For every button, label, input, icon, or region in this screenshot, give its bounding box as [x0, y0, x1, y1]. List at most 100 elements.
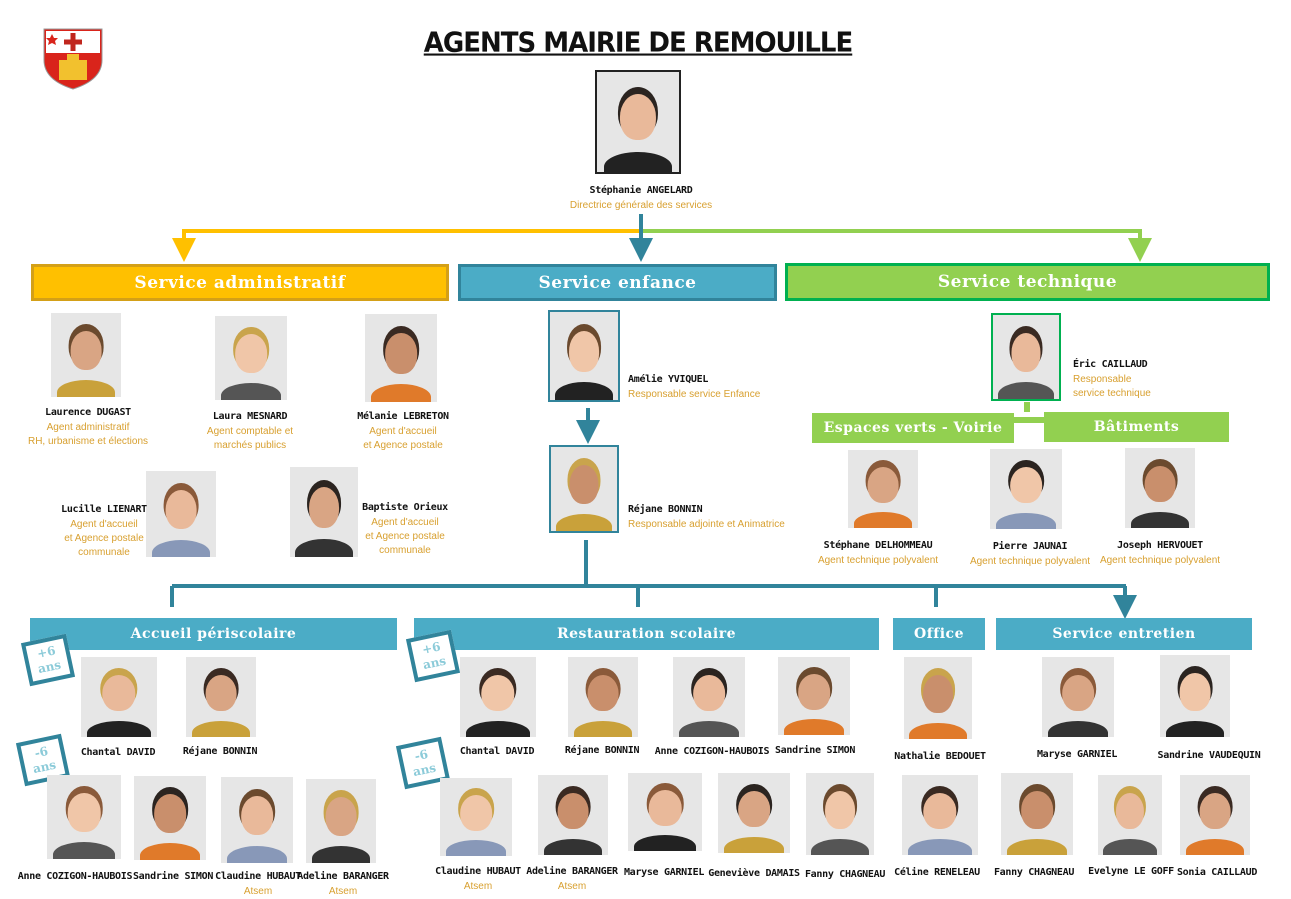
- person-name: Laura MESNARD: [212, 411, 288, 422]
- person-name: Pierre JAUNAI: [992, 541, 1068, 552]
- person-photo: [548, 310, 620, 402]
- person-photo: [365, 314, 437, 402]
- person-name: Chantal DAVID: [80, 747, 156, 758]
- person-photo: [186, 657, 256, 737]
- person-name: Stéphanie ANGELARD: [589, 185, 693, 196]
- person-photo: [904, 657, 972, 739]
- person-name: Lucille LIENART: [61, 504, 147, 515]
- person-role: Agent comptable et: [206, 426, 294, 437]
- person-role: et Agence postale: [64, 533, 144, 544]
- person-photo: [306, 779, 376, 863]
- service-technique-header: Service technique: [785, 263, 1270, 301]
- person-photo: [146, 471, 216, 557]
- person-photo: [47, 775, 121, 859]
- person-name: Réjane BONNIN: [628, 504, 703, 515]
- person-photo: [806, 773, 874, 855]
- service-administratif-header: Service administratif: [31, 264, 449, 301]
- person-role: marchés publics: [213, 440, 287, 451]
- person-name: Anne COZIGON-HAUBOIS: [654, 746, 770, 757]
- person-name: Réjane BONNIN: [564, 745, 640, 756]
- person-photo: [1042, 657, 1114, 737]
- person-photo: [990, 449, 1062, 529]
- person-role: Agent d'accueil: [70, 519, 138, 530]
- person-name: Fanny CHAGNEAU: [993, 867, 1075, 878]
- person-photo: [549, 445, 619, 533]
- person-name: Adeline BARANGER: [297, 871, 389, 882]
- person-role: service technique: [1073, 388, 1151, 399]
- person-name: Sandrine SIMON: [132, 871, 214, 882]
- person-name: Céline RENELEAU: [894, 867, 980, 878]
- person-photo: [1001, 773, 1073, 855]
- person-photo: [221, 777, 293, 863]
- person-photo: [568, 657, 638, 737]
- restauration-scolaire-header: Restauration scolaire: [414, 618, 879, 650]
- person-photo: [215, 316, 287, 400]
- person-name: Mélanie LEBRETON: [357, 411, 449, 422]
- person-name: Maryse GARNIEL: [1036, 749, 1118, 760]
- person-name: Réjane BONNIN: [182, 746, 258, 757]
- person-photo: [1180, 775, 1250, 855]
- person-name: Geneviève DAMAIS: [708, 868, 800, 879]
- person-name: Laurence DUGAST: [45, 407, 131, 418]
- person-name: Anne COZIGON-HAUBOIS: [17, 871, 133, 882]
- person-role: Agent d'accueil: [369, 426, 437, 437]
- person-name: Éric CAILLAUD: [1073, 359, 1148, 370]
- person-photo: [1098, 775, 1162, 855]
- person-photo: [460, 657, 536, 737]
- person-photo: [1125, 448, 1195, 528]
- person-name: Claudine HUBAUT: [435, 866, 521, 877]
- person-role: Agent d'accueil: [371, 517, 439, 528]
- person-role: Agent technique polyvalent: [1099, 555, 1221, 566]
- person-photo: [538, 775, 608, 855]
- person-role: RH, urbanisme et élections: [27, 436, 149, 447]
- person-role: Agent administratif: [46, 422, 130, 433]
- person-photo: [134, 776, 206, 860]
- person-name: Sandrine VAUDEQUIN: [1157, 750, 1261, 761]
- person-name: Claudine HUBAUT: [215, 871, 301, 882]
- person-photo: [718, 773, 790, 853]
- office-header: Office: [893, 618, 985, 650]
- coat-of-arms-logo: [43, 28, 103, 90]
- accueil-periscolaire-header: Accueil périscolaire: [30, 618, 397, 650]
- person-name: Joseph HERVOUET: [1117, 540, 1203, 551]
- page-title: AGENTS MAIRIE DE REMOUILLE: [423, 27, 854, 59]
- person-name: Stéphane DELHOMMEAU: [823, 540, 933, 551]
- person-name: Fanny CHAGNEAU: [804, 869, 886, 880]
- person-role: Atsem: [328, 886, 358, 897]
- person-photo: [902, 775, 978, 855]
- person-role: et Agence postale: [365, 531, 445, 542]
- person-role: Responsable adjointe et Animatrice: [628, 519, 785, 530]
- person-name: Evelyne LE GOFF: [1088, 866, 1174, 877]
- person-name: Chantal DAVID: [459, 746, 535, 757]
- person-photo: [778, 657, 850, 735]
- person-role: Atsem: [243, 886, 273, 897]
- person-photo: [673, 657, 745, 737]
- person-photo: [595, 70, 681, 174]
- service-entretien-header: Service entretien: [996, 618, 1252, 650]
- person-name: Nathalie BEDOUET: [894, 751, 986, 762]
- person-role: communale: [379, 545, 431, 556]
- batiments-header: Bâtiments: [1044, 412, 1229, 442]
- person-name: Adeline BARANGER: [526, 866, 618, 877]
- person-role: Atsem: [463, 881, 493, 892]
- person-photo: [848, 450, 918, 528]
- person-role: Agent technique polyvalent: [817, 555, 939, 566]
- person-photo: [51, 313, 121, 397]
- person-photo: [628, 773, 702, 851]
- person-name: Baptiste Orieux: [362, 502, 448, 513]
- person-photo: [1160, 655, 1230, 737]
- person-role: Directrice générale des services: [569, 200, 713, 211]
- person-role: Agent technique polyvalent: [969, 556, 1091, 567]
- person-name: Amélie YVIQUEL: [628, 374, 709, 385]
- person-photo: [991, 313, 1061, 401]
- person-role: Atsem: [557, 881, 587, 892]
- person-photo: [440, 778, 512, 856]
- person-role: et Agence postale: [363, 440, 443, 451]
- person-photo: [290, 467, 358, 557]
- espaces-verts-header: Espaces verts - Voirie: [812, 413, 1014, 443]
- person-role: Responsable: [1073, 374, 1132, 385]
- person-name: Sandrine SIMON: [774, 745, 856, 756]
